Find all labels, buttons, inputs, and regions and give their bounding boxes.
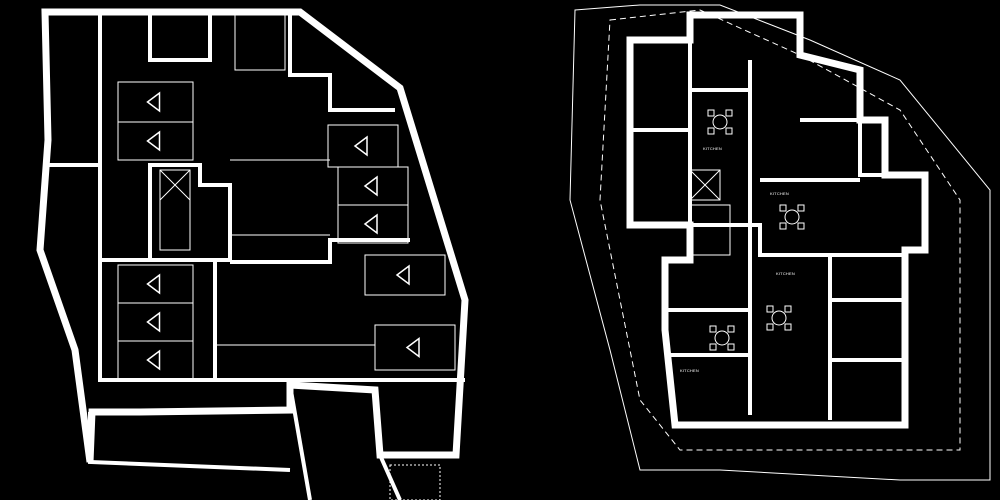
parking-level-plan xyxy=(36,8,469,500)
room-label-kitchen: KITCHEN xyxy=(770,191,789,196)
parking-marker-icon xyxy=(363,213,378,235)
dining-table xyxy=(707,109,733,135)
parking-bay xyxy=(117,81,194,123)
parking-marker-icon xyxy=(146,311,161,333)
building-outline xyxy=(626,11,929,429)
site-boundary xyxy=(569,4,991,481)
parking-marker-icon xyxy=(353,135,368,157)
parking-marker-icon xyxy=(363,175,378,197)
interior-walls xyxy=(148,10,212,62)
parking-marker-icon xyxy=(146,130,161,152)
interior-walls xyxy=(98,262,217,382)
room-label-kitchen: KITCHEN xyxy=(680,368,699,373)
parking-bay xyxy=(117,340,194,380)
parking-bay xyxy=(374,324,456,371)
lift-shaft xyxy=(689,169,721,201)
interior-walls xyxy=(688,40,752,415)
interior-walls xyxy=(800,118,885,177)
dining-table xyxy=(779,204,805,230)
parking-marker-icon xyxy=(146,91,161,113)
parking-marker-icon xyxy=(146,273,161,295)
room-label-kitchen: KITCHEN xyxy=(703,146,722,151)
staircase xyxy=(689,204,731,256)
lift-shaft xyxy=(159,169,191,201)
dining-table xyxy=(766,305,792,331)
ramp-walls xyxy=(288,384,312,500)
interior-walls xyxy=(748,60,905,257)
parking-bay xyxy=(117,121,194,161)
hatched-area xyxy=(389,464,441,500)
interior-walls xyxy=(98,10,232,262)
staircase xyxy=(159,169,191,251)
parking-bay xyxy=(234,11,286,71)
parking-bay xyxy=(327,124,399,168)
typical-floor-plan xyxy=(569,4,991,481)
interior-walls xyxy=(288,10,395,112)
parking-marker-icon xyxy=(395,264,410,286)
interior-walls xyxy=(230,238,410,264)
outer-wall xyxy=(36,8,469,463)
parking-marker-icon xyxy=(146,349,161,371)
interior-walls xyxy=(88,412,291,472)
ramp-walls xyxy=(373,389,402,500)
parking-bay xyxy=(117,302,194,342)
lift-shaft xyxy=(689,169,721,201)
parking-bay xyxy=(337,204,409,244)
parking-marker-icon xyxy=(405,337,420,358)
parking-bay xyxy=(337,166,409,206)
parking-bay xyxy=(364,254,446,296)
room-label-kitchen: KITCHEN xyxy=(776,271,795,276)
parking-bay xyxy=(117,264,194,304)
setback-line xyxy=(599,9,961,451)
dining-table xyxy=(709,325,735,351)
